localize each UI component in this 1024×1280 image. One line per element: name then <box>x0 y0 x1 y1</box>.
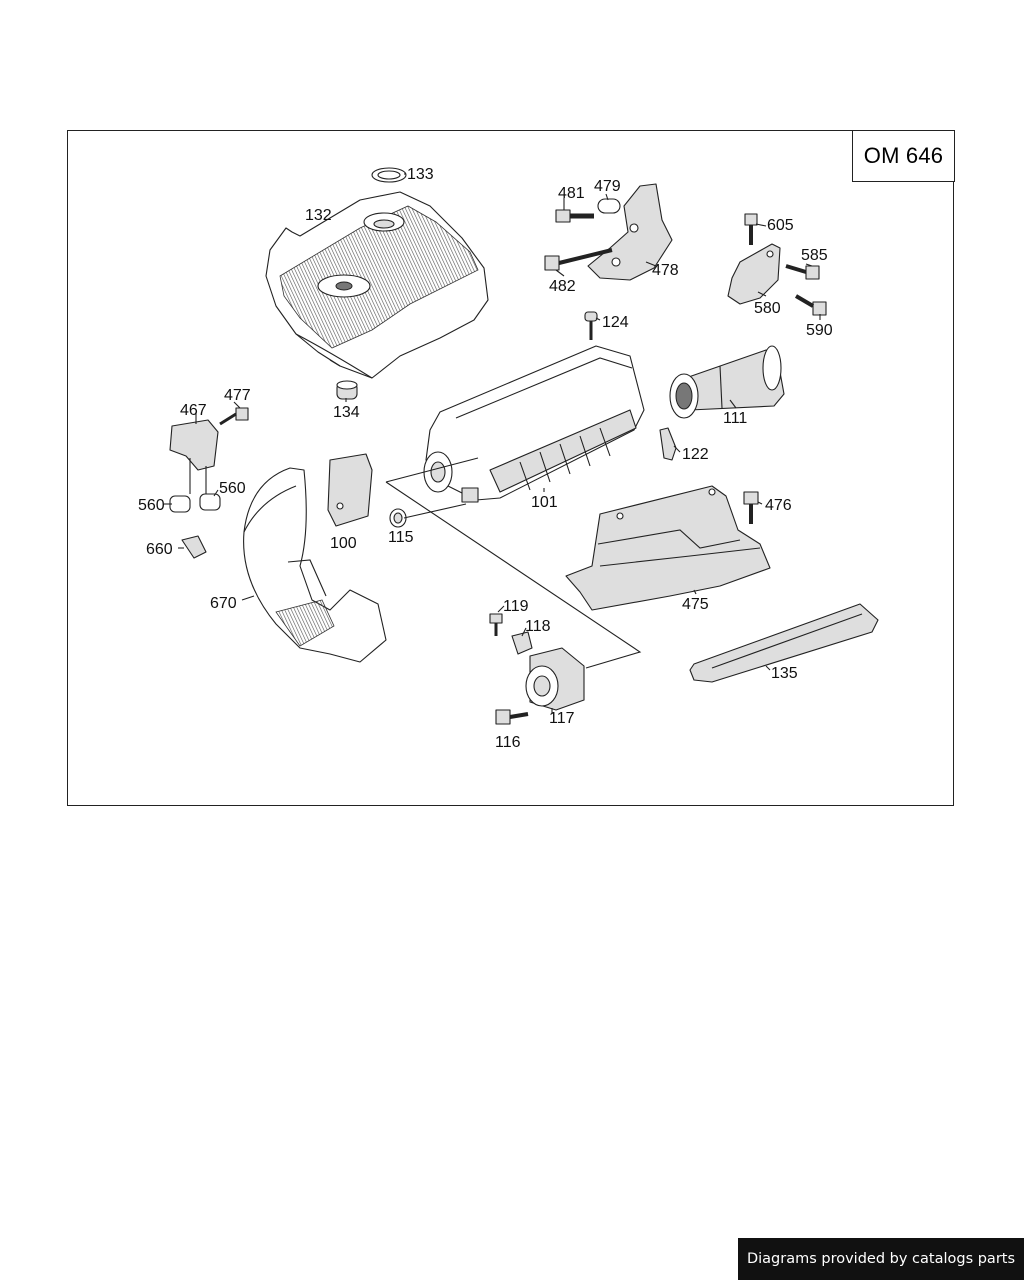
engine-code-label: OM 646 <box>852 130 955 182</box>
callout-476: 476 <box>765 497 792 514</box>
callout-670: 670 <box>210 595 237 612</box>
assembly-guide-lines <box>385 457 642 669</box>
callout-585: 585 <box>801 247 828 264</box>
footer-credit: Diagrams provided by catalogs parts <box>738 1238 1024 1280</box>
callout-101: 101 <box>531 494 558 511</box>
callout-122: 122 <box>682 446 709 463</box>
callout-478: 478 <box>652 262 679 279</box>
part-560-clamp-left[interactable] <box>169 495 191 513</box>
callout-482: 482 <box>549 278 576 295</box>
callout-132: 132 <box>305 207 332 224</box>
callout-477: 477 <box>224 387 251 404</box>
part-119-bolt[interactable] <box>489 613 503 636</box>
part-467-sensor[interactable] <box>169 419 219 494</box>
part-124-stud[interactable] <box>584 311 598 340</box>
callout-590: 590 <box>806 322 833 339</box>
callout-100: 100 <box>330 535 357 552</box>
part-590-bolt[interactable] <box>794 294 827 316</box>
part-115-grommet[interactable] <box>389 508 407 528</box>
part-580-bracket[interactable] <box>727 243 781 305</box>
callout-560-left: 560 <box>138 497 165 514</box>
part-481-bolt[interactable] <box>555 209 594 223</box>
callout-134: 134 <box>333 404 360 421</box>
callout-119: 119 <box>503 598 529 615</box>
part-476-bolt[interactable] <box>743 491 759 524</box>
callout-111: 111 <box>723 410 747 427</box>
leader-lines <box>164 173 821 714</box>
callout-560-right: 560 <box>219 480 246 497</box>
part-111-filter-element[interactable] <box>669 345 785 419</box>
part-482-bolt[interactable] <box>544 248 613 271</box>
callout-135: 135 <box>771 665 798 682</box>
callout-660: 660 <box>146 541 173 558</box>
part-479-sleeve[interactable] <box>597 198 621 214</box>
part-560-clamp-right[interactable] <box>199 493 221 511</box>
callout-479: 479 <box>594 178 621 195</box>
callout-124: 124 <box>602 314 629 331</box>
part-670-intake-duct[interactable] <box>243 467 387 663</box>
part-605-bolt[interactable] <box>744 213 758 245</box>
callout-481: 481 <box>558 185 585 202</box>
part-132-engine-cover[interactable] <box>265 191 489 379</box>
callout-475: 475 <box>682 596 709 613</box>
callout-605: 605 <box>767 217 794 234</box>
part-116-bolt[interactable] <box>495 709 529 725</box>
part-134-grommet[interactable] <box>336 380 358 400</box>
part-133-seal-ring[interactable] <box>371 167 407 183</box>
callout-580: 580 <box>754 300 781 317</box>
part-660-clip[interactable] <box>181 535 207 559</box>
part-478-bracket[interactable] <box>587 183 673 281</box>
callout-467: 467 <box>180 402 207 419</box>
part-122-clip[interactable] <box>659 427 677 461</box>
part-475-shield[interactable] <box>565 485 771 611</box>
part-100-pad[interactable] <box>327 453 373 527</box>
callout-117: 117 <box>549 710 575 727</box>
callout-115: 115 <box>388 529 414 546</box>
part-117-flow-meter[interactable] <box>525 647 585 711</box>
callout-116: 116 <box>495 734 521 751</box>
part-477-bolt[interactable] <box>219 407 249 426</box>
part-585-bolt[interactable] <box>785 264 820 280</box>
part-101-air-filter-housing[interactable] <box>423 345 645 503</box>
callout-118: 118 <box>525 618 551 635</box>
part-118-sensor[interactable] <box>511 631 533 655</box>
part-135-cover-strip[interactable] <box>689 603 879 683</box>
callout-133: 133 <box>407 166 434 183</box>
